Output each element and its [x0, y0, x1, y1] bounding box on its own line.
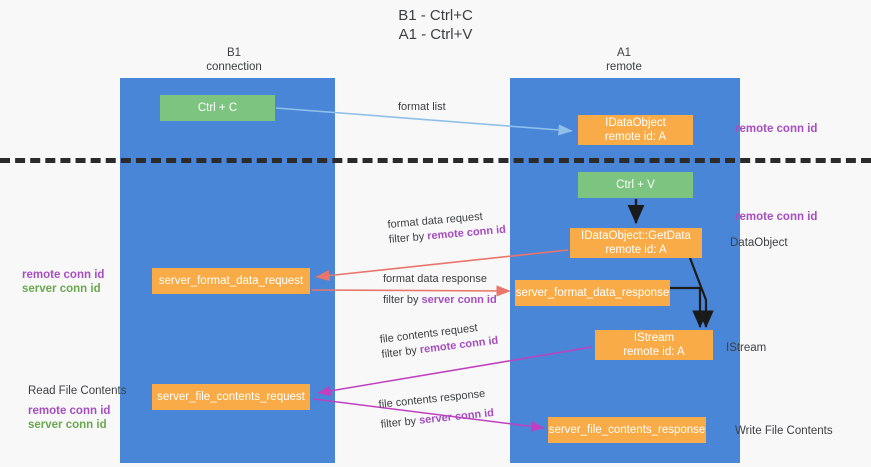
node-server-file-contents-request-label: server_file_contents_request [157, 391, 305, 403]
node-server-format-data-response-label: server_format_data_response [515, 287, 670, 299]
annotation-remote-conn-id-mid-text: remote conn id [735, 211, 818, 223]
annotation-left-server-conn-id: server conn id [22, 283, 101, 295]
edge-label-format-data-response-filter: filter by server conn id [383, 293, 497, 308]
annotation-dataobject-text: DataObject [730, 237, 788, 249]
annotation-remote-conn-id-top: remote conn id [735, 122, 817, 136]
node-server-file-contents-request[interactable]: server_file_contents_request [152, 384, 310, 410]
lane-header-a1: A1 remote [510, 46, 738, 74]
lane-header-b1-role: connection [206, 61, 262, 73]
filter-prefix: filter by [380, 414, 420, 431]
edge-label-file-contents-response: file contents response filter by server … [378, 386, 495, 433]
filter-prefix: filter by [383, 294, 422, 306]
annotation-left-conn-ids: remote conn id server conn id [22, 268, 104, 296]
filter-prefix: filter by [380, 344, 421, 361]
lane-header-a1-name: A1 [616, 47, 632, 59]
node-idataobject-line1: IDataObject [605, 117, 666, 129]
filter-key-server-conn-id: server conn id [418, 406, 495, 427]
node-ctrl-v-label: Ctrl + V [616, 179, 655, 191]
edge-label-format-list-text: format list [398, 101, 446, 113]
filter-prefix: filter by [388, 230, 428, 246]
title-line-2: A1 - Ctrl+V [398, 26, 473, 43]
node-istream-line2: remote id: A [623, 346, 685, 358]
annotation-read-remote-conn-id: remote conn id [28, 405, 111, 417]
annotation-read-server-conn-id: server conn id [28, 419, 107, 431]
node-server-format-data-response[interactable]: server_format_data_response [515, 280, 670, 306]
annotation-left-remote-conn-id: remote conn id [22, 269, 105, 281]
node-server-file-contents-response[interactable]: server_file_contents_response [548, 417, 706, 443]
edge-label-format-data-response: format data response filter by server co… [383, 272, 497, 308]
annotation-istream: IStream [726, 341, 766, 355]
annotation-write-file-contents: Write File Contents [735, 424, 833, 438]
node-ctrl-v[interactable]: Ctrl + V [578, 172, 693, 198]
annotation-dataobject: DataObject [730, 236, 788, 250]
node-istream[interactable]: IStream remote id: A [595, 330, 713, 360]
edge-label-format-data-response-text: format data response [383, 273, 487, 285]
annotation-istream-text: IStream [726, 342, 767, 354]
node-ctrl-c-label: Ctrl + C [197, 102, 238, 114]
node-idataobject-line2: remote id: A [604, 131, 667, 143]
node-istream-line1: IStream [633, 332, 675, 344]
annotation-remote-conn-id-mid: remote conn id [735, 210, 817, 224]
annotation-remote-conn-id-top-text: remote conn id [735, 123, 818, 135]
filter-key-server-conn-id: server conn id [421, 294, 497, 306]
node-idataobject-getdata[interactable]: IDataObject::GetData remote id: A [570, 228, 702, 258]
section-divider [0, 158, 871, 163]
node-getdata-line2: remote id: A [605, 244, 667, 256]
title-line-1: B1 - Ctrl+C [398, 7, 473, 24]
node-server-format-data-request-label: server_format_data_request [158, 275, 304, 287]
edge-label-format-data-request: format data request filter by remote con… [387, 208, 507, 248]
lane-header-a1-role: remote [606, 61, 642, 73]
page-title: B1 - Ctrl+C A1 - Ctrl+V [0, 6, 871, 44]
node-ctrl-c[interactable]: Ctrl + C [160, 95, 275, 121]
annotation-write-file-contents-text: Write File Contents [735, 425, 833, 437]
edge-label-format-list: format list [398, 100, 446, 115]
edge-label-file-contents-request: file contents request filter by remote c… [379, 319, 499, 363]
lane-header-b1: B1 connection [120, 46, 348, 74]
annotation-read-file-contents-text: Read File Contents [28, 385, 127, 397]
lane-header-b1-name: B1 [226, 47, 242, 59]
node-server-file-contents-response-label: server_file_contents_response [548, 424, 706, 436]
annotation-read-file-contents-block: Read File Contents remote conn id server… [28, 384, 126, 432]
node-idataobject[interactable]: IDataObject remote id: A [578, 115, 693, 145]
node-server-format-data-request[interactable]: server_format_data_request [152, 268, 310, 294]
node-getdata-line1: IDataObject::GetData [581, 230, 691, 242]
